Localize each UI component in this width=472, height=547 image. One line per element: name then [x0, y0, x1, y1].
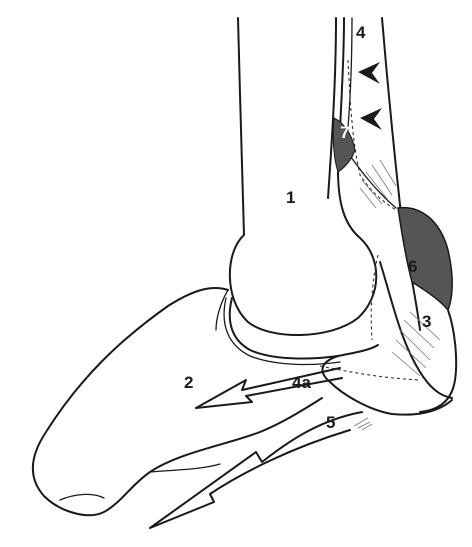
label-6: 6	[408, 257, 417, 276]
label-4: 4	[356, 23, 366, 42]
foot-outline	[33, 288, 322, 515]
arrowhead-lower	[360, 108, 382, 130]
label-1: 1	[286, 188, 295, 207]
label-2: 2	[184, 373, 193, 392]
arrowhead-upper	[358, 62, 380, 84]
arrow-2	[196, 368, 342, 408]
label-7: 7	[340, 123, 349, 142]
tibia	[230, 18, 376, 335]
arrow-5-hatch	[354, 418, 372, 430]
arrowheads	[358, 62, 382, 130]
label-5: 5	[326, 413, 335, 432]
label-4a: 4a	[292, 373, 311, 392]
region-6-shading	[398, 208, 452, 310]
posterior-structures	[371, 208, 456, 412]
label-3: 3	[422, 312, 431, 331]
